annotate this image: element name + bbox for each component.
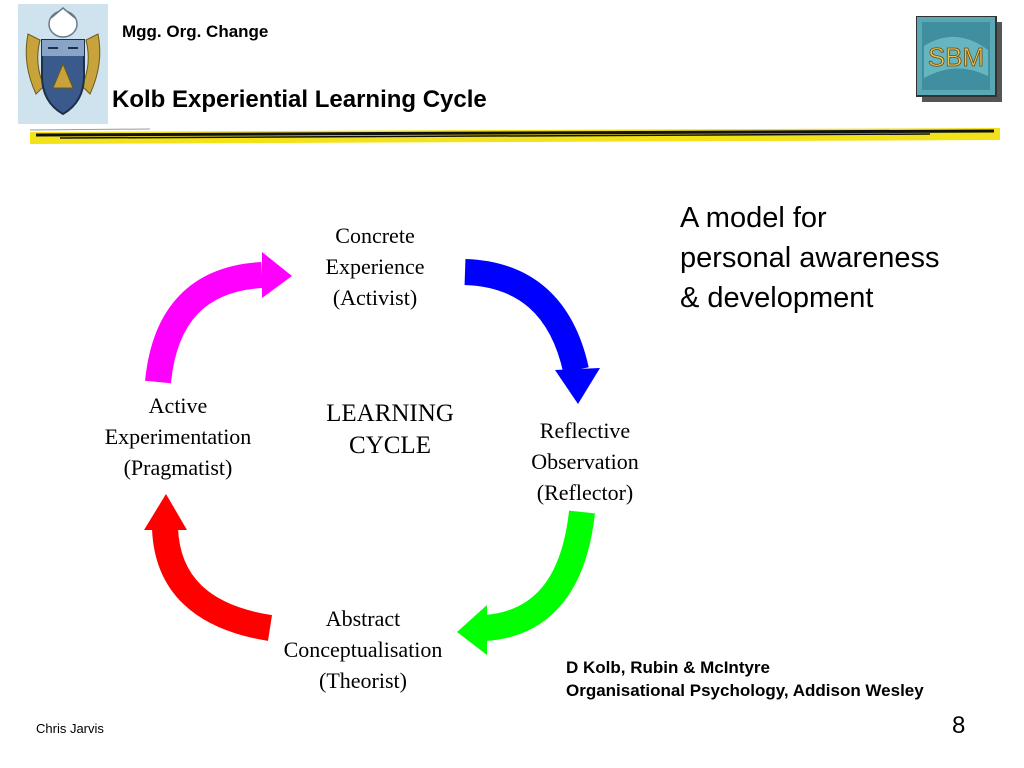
sbm-logo: SBM [916, 16, 1002, 102]
arrow-head-red [144, 494, 187, 530]
page-number: 8 [952, 712, 966, 739]
arrow-reflective-to-abstract [483, 510, 595, 641]
arrow-concrete-to-reflective [464, 259, 589, 374]
reference-line-1: D Kolb, Rubin & McIntyre [566, 658, 770, 677]
reference-citation: D Kolb, Rubin & McIntyre Organisational … [566, 656, 924, 702]
arrow-head-blue [555, 368, 600, 404]
reference-line-2: Organisational Psychology, Addison Wesle… [566, 681, 924, 700]
header-divider [30, 128, 1000, 144]
arrow-head-magenta [262, 252, 292, 298]
university-crest-icon [18, 4, 108, 124]
course-title: Mgg. Org. Change [122, 22, 269, 41]
arrow-active-to-concrete [145, 262, 264, 384]
page-title: Kolb Experiential Learning Cycle [112, 86, 487, 113]
arrow-head-green [457, 605, 487, 655]
sbm-logo-text: SBM [928, 42, 984, 72]
arrow-abstract-to-active [152, 527, 273, 641]
footer-author: Chris Jarvis [36, 721, 104, 736]
